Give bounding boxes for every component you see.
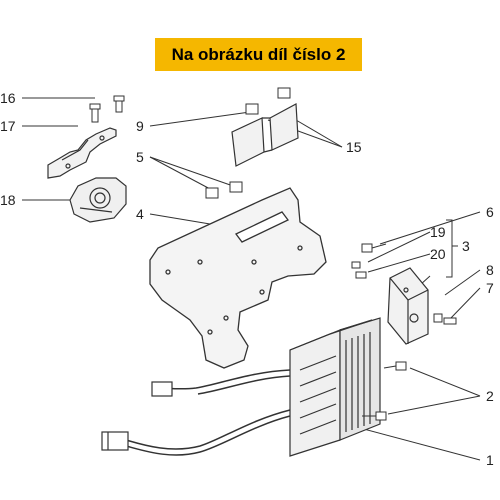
wiring-harness <box>125 369 291 456</box>
brackets-part-15 <box>231 103 299 167</box>
leader-20 <box>367 253 431 273</box>
callout-7: 7 <box>486 280 494 296</box>
leader-4 <box>149 213 211 225</box>
bracket-3 <box>446 219 453 278</box>
screws-part-6-19-20 <box>351 243 387 279</box>
leader-9 <box>149 111 251 127</box>
leader-2a <box>409 367 481 397</box>
callout-20: 20 <box>430 246 446 262</box>
callout-2: 2 <box>486 388 494 404</box>
callout-18: 18 <box>0 192 16 208</box>
leader-2b <box>387 395 481 415</box>
title-banner: Na obrázku díl číslo 2 <box>155 38 362 71</box>
screws-part-2 <box>362 361 407 421</box>
regulator-part-1 <box>289 317 381 457</box>
callout-19: 19 <box>430 224 446 240</box>
mounting-plate-part-4 <box>149 187 327 369</box>
callout-3: 3 <box>462 238 470 254</box>
connector-upper <box>151 381 173 397</box>
callout-15: 15 <box>346 139 362 155</box>
leader-5b <box>149 156 237 188</box>
connector-lower <box>101 431 129 451</box>
callout-5: 5 <box>136 149 144 165</box>
relay-part-20 <box>387 267 429 345</box>
callout-17: 17 <box>0 118 16 134</box>
leader-19 <box>367 231 431 263</box>
bracket-part-17 <box>47 127 117 179</box>
callout-1: 1 <box>486 452 494 468</box>
screws-part-16 <box>89 95 125 123</box>
callout-9: 9 <box>136 118 144 134</box>
block-part-18 <box>69 177 127 223</box>
leader-6 <box>379 211 481 245</box>
leader-15b <box>295 119 343 148</box>
callout-8: 8 <box>486 262 494 278</box>
leader-5a <box>149 156 213 191</box>
callout-4: 4 <box>136 206 144 222</box>
leader-8 <box>444 269 481 296</box>
callout-6: 6 <box>486 204 494 220</box>
fasteners-part-7-8 <box>433 313 457 325</box>
callout-16: 16 <box>0 90 16 106</box>
nuts-part-9 <box>245 87 291 115</box>
leader-7 <box>448 287 481 321</box>
pads-part-5 <box>205 181 243 199</box>
